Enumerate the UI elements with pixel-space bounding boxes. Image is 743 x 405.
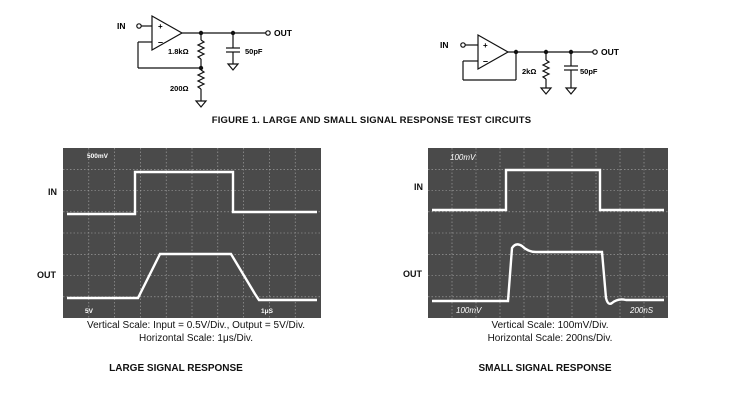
scope-overlay-time: 1μS [261,308,274,315]
scope-overlay-volts-bottom: 100mV [456,306,482,315]
inverting-input-sign: – [158,37,163,47]
load-capacitor-value: 50pF [245,47,263,56]
large-signal-circuit-schematic: + – IN OUT 1.8kΩ 200Ω 50pF [117,14,293,108]
noninverting-input-sign: + [483,41,488,50]
scope-input-label: IN [48,187,57,197]
circuit-output-label: OUT [274,28,293,38]
large-signal-oscilloscope: 500mV 5V 1μS [63,148,321,318]
output-waveform [432,243,664,306]
small-signal-oscilloscope: 100mV 100mV 200nS [428,148,668,318]
vertical-scale-text: Vertical Scale: Input = 0.5V/Div., Outpu… [86,320,306,331]
scope-output-label: OUT [403,269,422,279]
circuit-output-label: OUT [601,47,620,57]
scope-overlay-volts-top: 500mV [87,153,109,160]
load-capacitor-value: 50pF [580,67,598,76]
vertical-scale-text: Vertical Scale: 100mV/Div. [491,320,609,331]
inverting-input-sign: – [483,56,488,66]
input-waveform [432,168,664,212]
small-signal-title: SMALL SIGNAL RESPONSE [478,363,612,374]
feedback-resistor-value: 1.8kΩ [168,47,189,56]
input-waveform [67,170,317,216]
small-signal-circuit-schematic: + – IN OUT 2kΩ 50pF [440,33,620,95]
scope-output-label: OUT [37,270,56,280]
figure-title: FIGURE 1. LARGE AND SMALL SIGNAL RESPONS… [211,115,532,126]
scope-overlay-time: 200nS [629,306,654,315]
large-signal-title: LARGE SIGNAL RESPONSE [109,363,243,374]
horizontal-scale-text: Horizontal Scale: 200ns/Div. [487,333,613,344]
noninverting-input-sign: + [158,22,163,31]
horizontal-scale-text: Horizontal Scale: 1μs/Div. [139,333,253,344]
circuit-input-label: IN [440,40,449,50]
small-signal-caption: Vertical Scale: 100mV/Div. Horizontal Sc… [420,319,680,345]
load-resistor-value: 2kΩ [522,67,536,76]
circuit-input-label: IN [117,21,126,31]
large-signal-caption: Vertical Scale: Input = 0.5V/Div., Outpu… [40,319,352,345]
gain-resistor-value: 200Ω [170,84,189,93]
scope-grid [428,148,668,318]
scope-input-label: IN [414,182,423,192]
scope-overlay-volts-bottom: 5V [85,308,94,315]
scope-overlay-volts-top: 100mV [450,153,476,162]
output-waveform [67,252,317,302]
